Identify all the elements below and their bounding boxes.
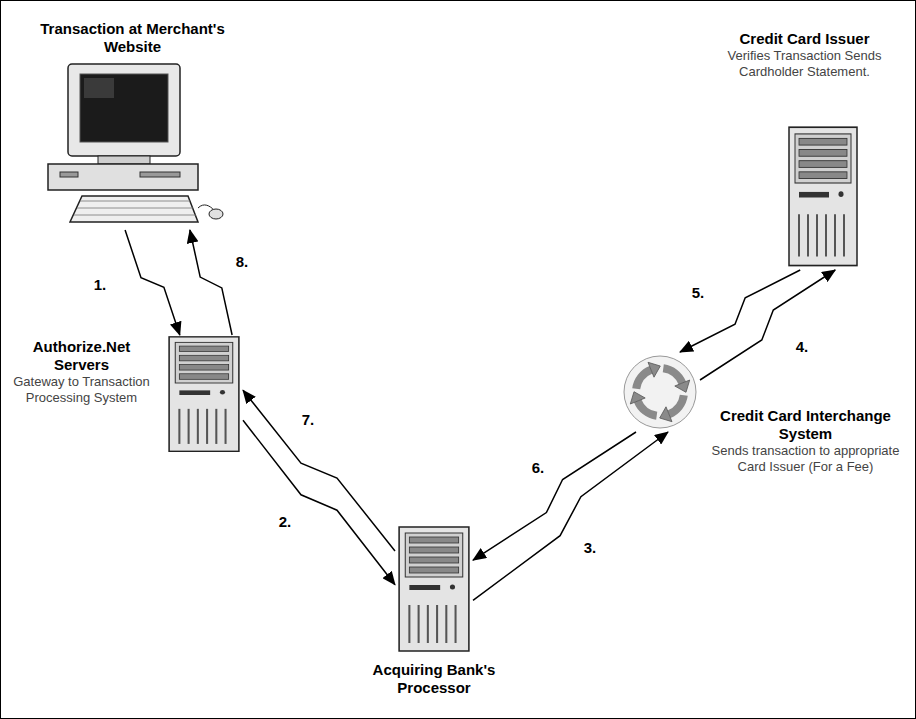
lightning-connector: [680, 270, 800, 352]
gateway-server: Authorize.Net ServersGateway to Transact…: [165, 335, 243, 455]
step-number: 8.: [234, 253, 251, 271]
server-icon: [395, 525, 473, 655]
node-description: Verifies Transaction Sends Cardholder St…: [697, 48, 912, 80]
step-number: 7.: [300, 411, 317, 429]
label-group: Authorize.Net ServersGateway to Transact…: [4, 338, 159, 406]
label-group: Credit Card IssuerVerifies Transaction S…: [697, 30, 912, 80]
acquirer-server: Acquiring Bank's Processor: [395, 525, 473, 655]
lightning-connector: [190, 230, 232, 335]
lightning-connector: [243, 420, 395, 585]
node-title: Authorize.Net Servers: [4, 338, 159, 374]
lightning-connector: [473, 432, 668, 600]
issuer-server: Credit Card IssuerVerifies Transaction S…: [785, 125, 861, 270]
pc-icon: [40, 60, 225, 230]
label-group: Credit Card Interchange SystemSends tran…: [708, 407, 903, 475]
interchange-cycle: Credit Card Interchange SystemSends tran…: [620, 352, 700, 432]
step-number: 3.: [582, 539, 599, 557]
node-description: Sends transaction to appropriate Card Is…: [708, 443, 903, 475]
server-icon: [785, 125, 861, 270]
label-group: Acquiring Bank's Processor: [354, 661, 514, 697]
step-number: 5.: [690, 284, 707, 302]
node-title: Transaction at Merchant's Website: [32, 20, 233, 56]
step-number: 6.: [530, 459, 547, 477]
step-number: 2.: [277, 513, 294, 531]
label-group: Transaction at Merchant's Website: [32, 20, 233, 56]
step-number: 4.: [794, 338, 811, 356]
node-title: Acquiring Bank's Processor: [354, 661, 514, 697]
lightning-connector: [473, 432, 636, 560]
node-description: Gateway to Transaction Processing System: [4, 374, 159, 406]
node-title: Credit Card Interchange System: [708, 407, 903, 443]
lightning-connector: [125, 230, 180, 335]
ring-icon: [620, 352, 700, 432]
lightning-connector: [243, 390, 395, 551]
node-title: Credit Card Issuer: [697, 30, 912, 48]
merchant-computer: Transaction at Merchant's Website: [40, 60, 225, 230]
step-number: 1.: [92, 276, 109, 294]
server-icon: [165, 335, 243, 455]
